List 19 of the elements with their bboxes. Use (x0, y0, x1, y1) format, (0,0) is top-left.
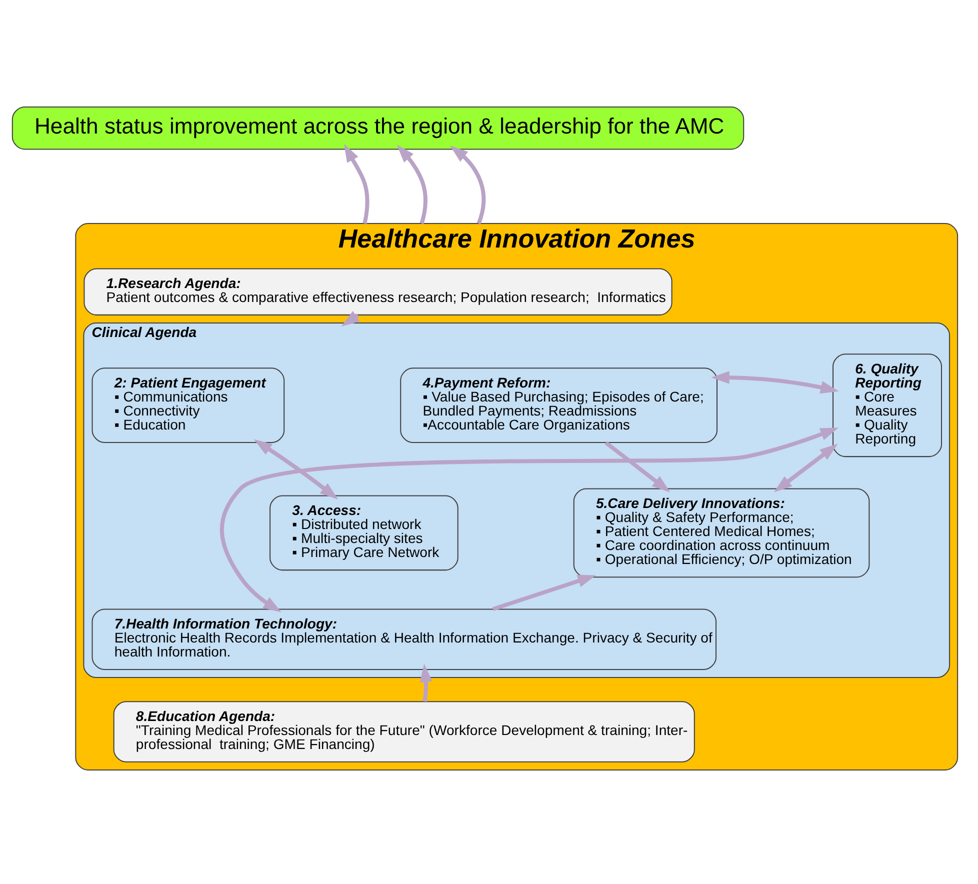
node-box: Health status improvement across the region & leadership for the AMC (12, 106, 744, 150)
arrow (396, 144, 428, 224)
arrow (450, 144, 486, 224)
node-box: 3. Access: ▪ Distributed network ▪ Multi-specialty sites ▪ Primary Care Network (270, 494, 458, 570)
node-box: 1.Research Agenda: Patient outcomes & comparative effectiveness research; Population research; Informatics (84, 268, 672, 315)
arrow (604, 440, 670, 492)
node-box: 6. Quality Reporting ▪ Core Measures ▪ Quality Reporting (832, 353, 942, 457)
node-box: 4.Payment Reform: ▪ Value Based Purchasing; Episodes of Care; Bundled Payments; Readmissions ▪Accountable Care Organizations (400, 367, 718, 442)
node-box: 8.Education Agenda: "Training Medical Professionals for the Future" (Workforce Development & training; Inter-professional training; GME Financing) (113, 700, 695, 762)
arrow (344, 143, 370, 224)
node-box: 7.Health Information Technology: Electronic Health Records Implementation & Health Information Exchange. Privacy & Security of health Information. (92, 608, 716, 670)
node-box: 2: Patient Engagement ▪ Communications ▪ Connectivity ▪ Education (92, 367, 285, 442)
arrow (420, 663, 432, 702)
arrow (220, 427, 839, 612)
arrow (711, 370, 839, 394)
arrow (254, 438, 338, 499)
arrow (774, 443, 838, 492)
arrow (492, 574, 596, 611)
node-box: 5.Care Delivery Innovations: ▪ Quality & Safety Performance; ▪ Patient Centered Medical Homes; ▪ Care coordination across continuum ▪ Operational Efficiency; O/P optimization (573, 488, 870, 578)
